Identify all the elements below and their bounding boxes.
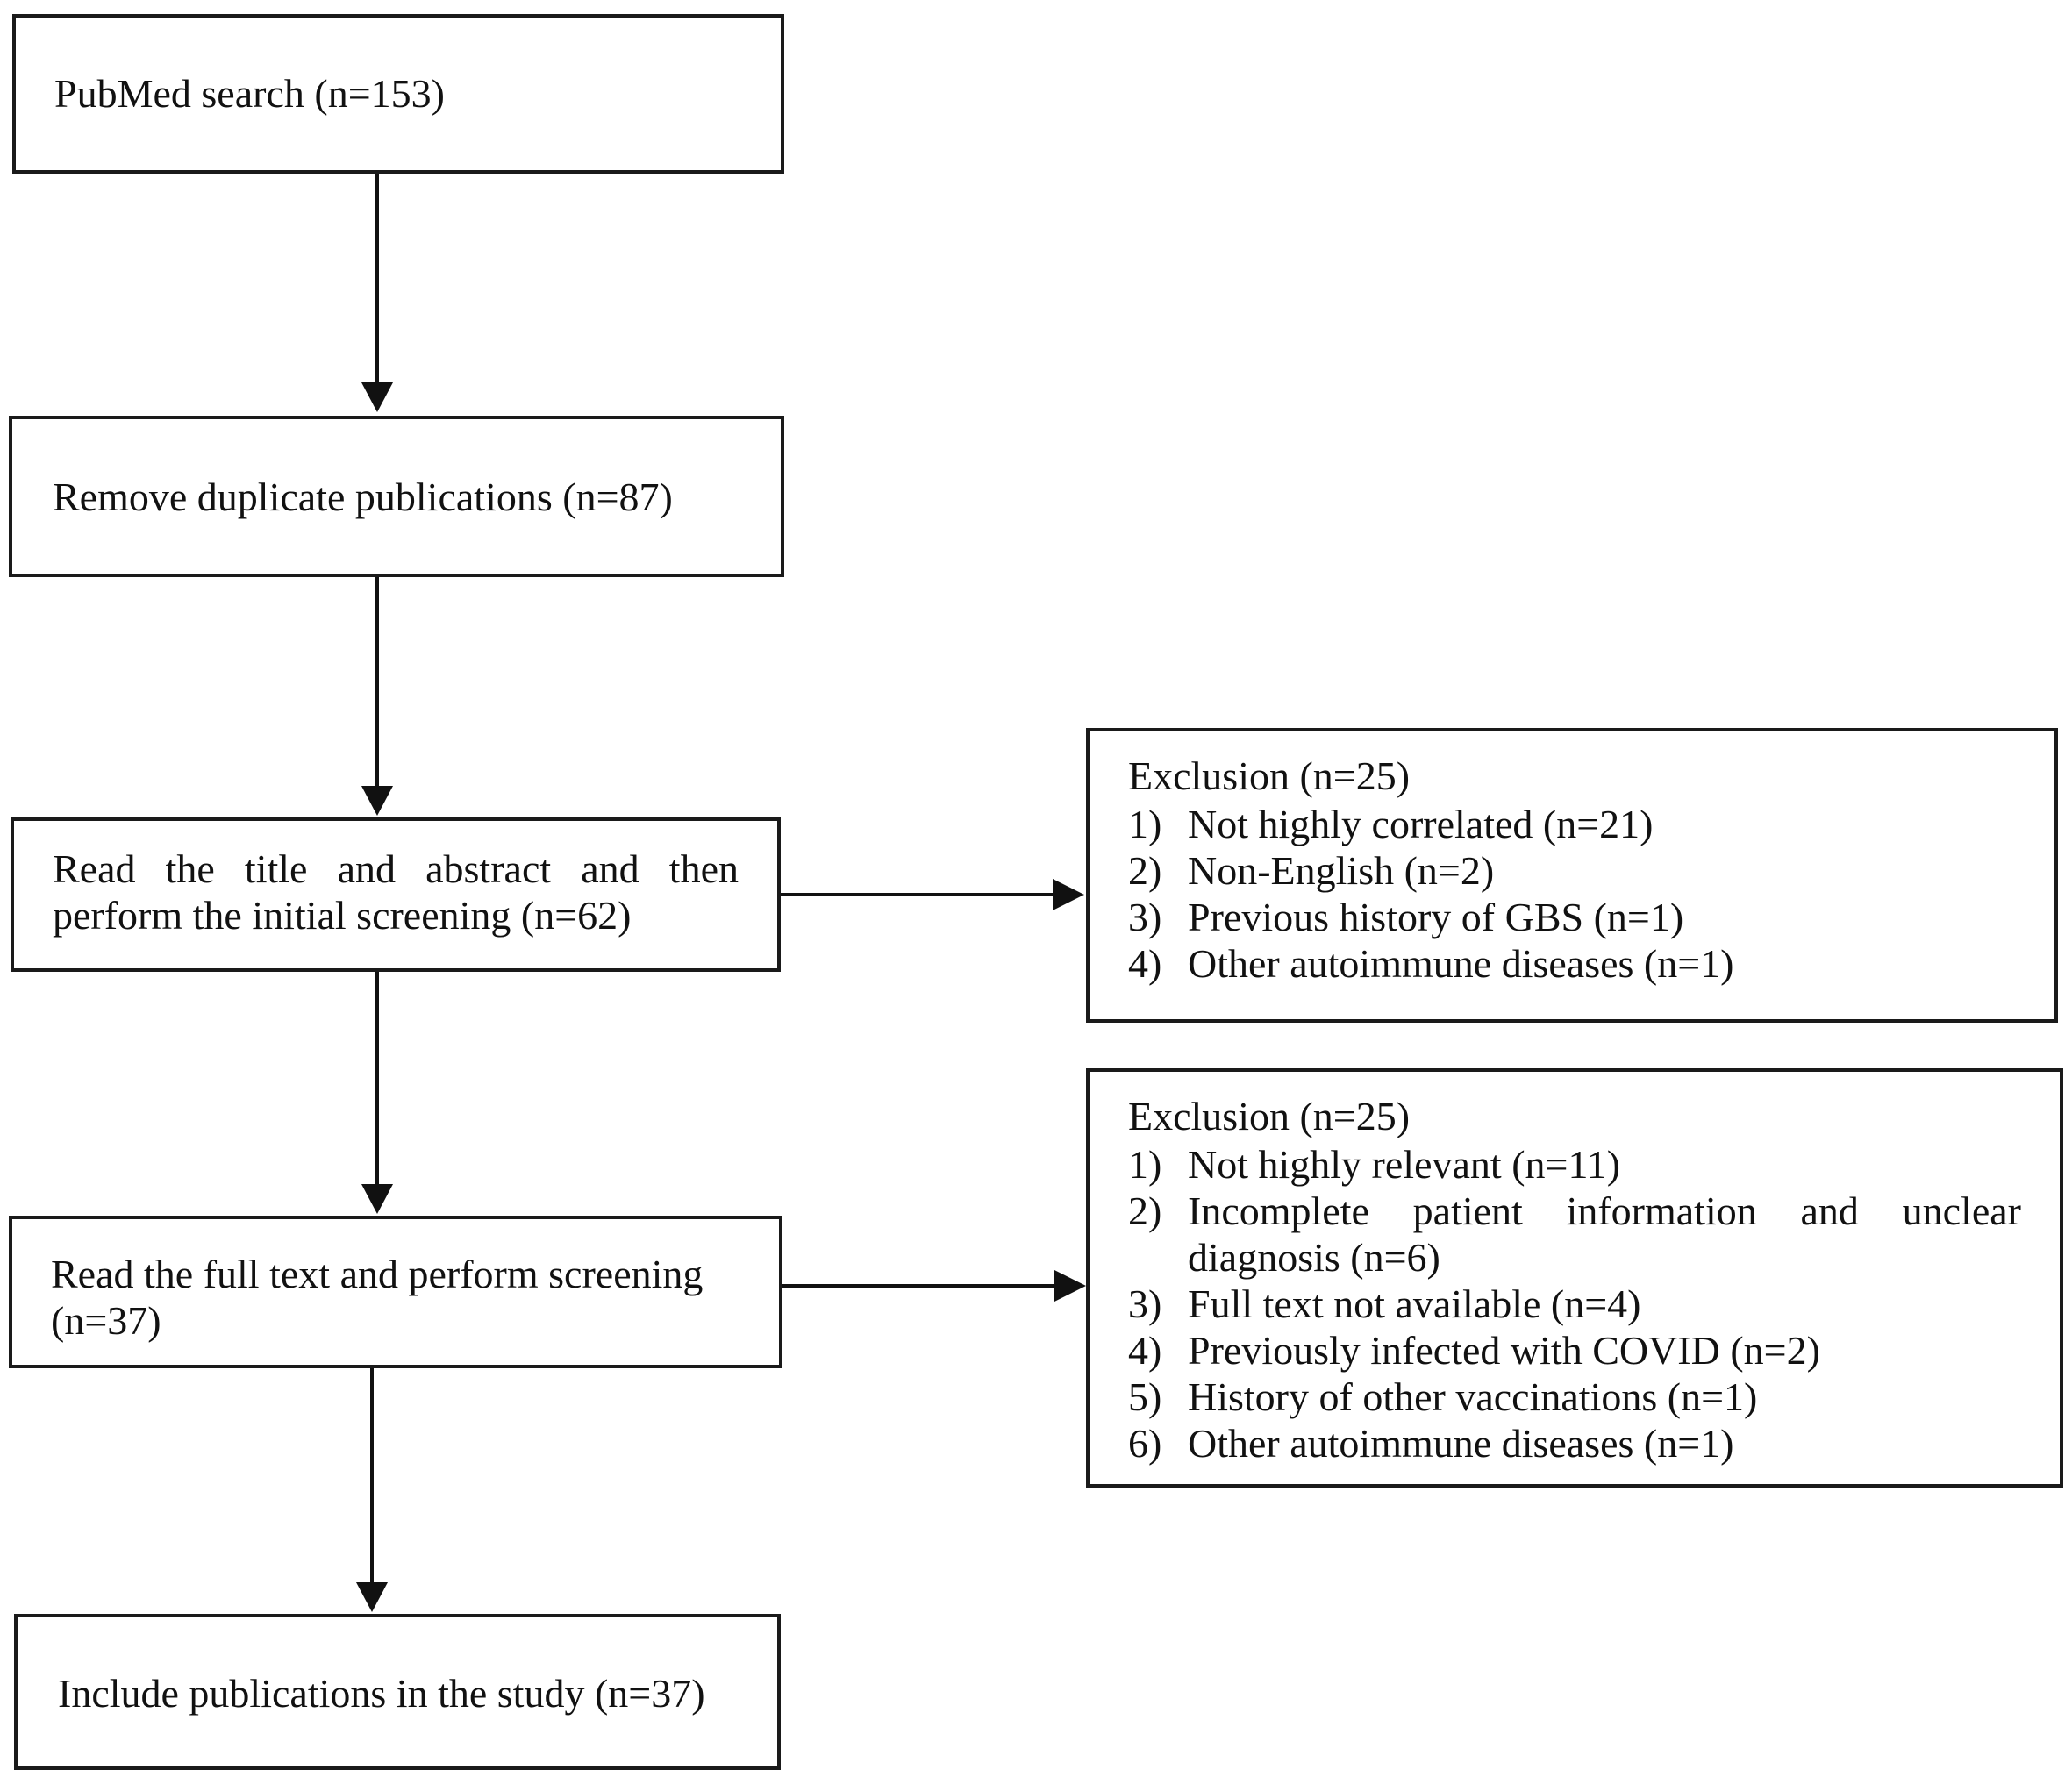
list-item-number: 4) [1128,941,1162,986]
list-item-number: 2) [1128,1188,1162,1233]
list-item-number: 6) [1128,1421,1162,1466]
list-item: 5) History of other vaccinations (n=1) [1128,1374,2021,1420]
list-item-number: 3) [1128,1281,1162,1326]
arrowhead-exclusion1 [1053,879,1084,910]
list-item-text: Not highly relevant (n=11) [1188,1142,1621,1187]
include-publications-label: Include publications in the study (n=37) [58,1671,705,1716]
arrowhead-include [356,1582,388,1612]
exclusion-1-title: Exclusion (n=25) [1128,753,1411,798]
pubmed-search-label: PubMed search (n=153) [54,71,445,116]
list-item-text: Full text not available (n=4) [1188,1281,1641,1326]
list-item-number: 4) [1128,1328,1162,1373]
exclusion-2-list: 1) Not highly relevant (n=11) 2) Incompl… [1128,1141,2021,1467]
list-item-text: Not highly correlated (n=21) [1188,802,1654,846]
arrowhead-exclusion2 [1054,1270,1086,1302]
pubmed-search-box: PubMed search (n=153) [12,14,784,174]
list-item-number: 5) [1128,1374,1162,1419]
exclusion-2-title: Exclusion (n=25) [1128,1094,1411,1138]
list-item: 3) Previous history of GBS (n=1) [1128,894,2016,940]
full-text-screening-box: Read the full text and perform screening… [9,1216,782,1368]
list-item-number: 1) [1128,1142,1162,1187]
title-abstract-screening-box: Read the title and abstract and then per… [11,817,781,972]
full-text-screening-label: Read the full text and perform screening… [51,1252,704,1343]
list-item: 3) Full text not available (n=4) [1128,1281,2021,1327]
remove-duplicates-label: Remove duplicate publications (n=87) [53,475,673,519]
list-item: 1) Not highly correlated (n=21) [1128,801,2016,847]
include-publications-box: Include publications in the study (n=37) [14,1614,781,1770]
list-item-text: History of other vaccinations (n=1) [1188,1374,1758,1419]
list-item-text: Previously infected with COVID (n=2) [1188,1328,1820,1373]
list-item-number: 3) [1128,895,1162,939]
exclusion-1-list: 1) Not highly correlated (n=21) 2) Non-E… [1128,801,2016,987]
arrowhead-dedup [361,382,393,412]
list-item: 2) Non-English (n=2) [1128,847,2016,894]
list-item-text: Incomplete patient information and uncle… [1188,1188,2021,1280]
list-item-number: 1) [1128,802,1162,846]
title-abstract-screening-label: Read the title and abstract and then per… [53,846,739,938]
list-item: 2) Incomplete patient information and un… [1128,1188,2021,1281]
list-item: 1) Not highly relevant (n=11) [1128,1141,2021,1188]
exclusion-box-2: Exclusion (n=25) 1) Not highly relevant … [1086,1068,2063,1488]
list-item-text: Previous history of GBS (n=1) [1188,895,1684,939]
list-item-number: 2) [1128,848,1162,893]
list-item-text: Other autoimmune diseases (n=1) [1188,1421,1734,1466]
remove-duplicates-box: Remove duplicate publications (n=87) [9,416,784,577]
list-item: 4) Other autoimmune diseases (n=1) [1128,940,2016,987]
list-item: 6) Other autoimmune diseases (n=1) [1128,1420,2021,1467]
arrowhead-title-screen [361,786,393,816]
exclusion-box-1: Exclusion (n=25) 1) Not highly correlate… [1086,728,2058,1023]
list-item-text: Non-English (n=2) [1188,848,1495,893]
list-item: 4) Previously infected with COVID (n=2) [1128,1327,2021,1374]
arrowhead-fulltext [361,1184,393,1214]
list-item-text: Other autoimmune diseases (n=1) [1188,941,1734,986]
